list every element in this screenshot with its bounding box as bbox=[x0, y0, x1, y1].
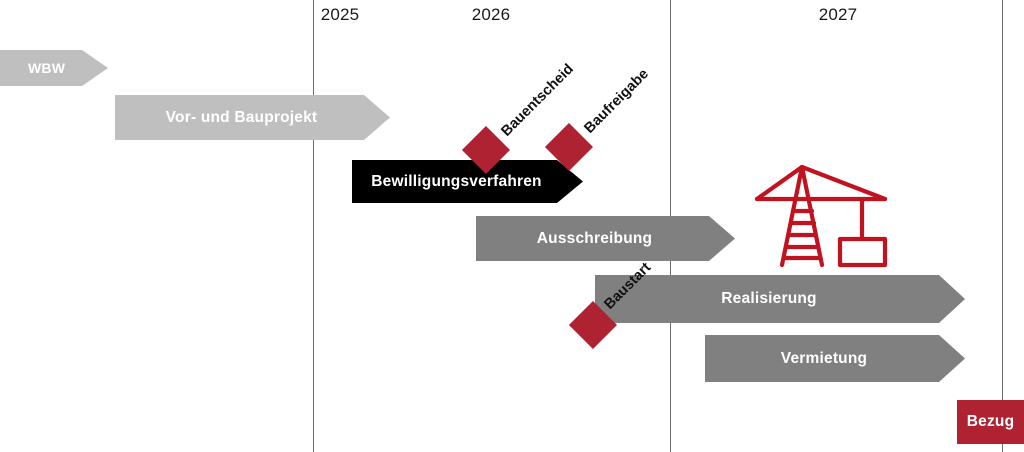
phase-bar-bezug[interactable]: Bezug bbox=[957, 400, 1024, 444]
phase-bar-realisierung[interactable]: Realisierung bbox=[595, 275, 965, 323]
phase-bar-ausschreibung[interactable]: Ausschreibung bbox=[476, 216, 735, 261]
phase-bar-label: Bewilligungsverfahren bbox=[371, 172, 542, 190]
phase-bar-vermietung[interactable]: Vermietung bbox=[705, 335, 965, 382]
construction-crane-icon bbox=[752, 155, 892, 270]
phase-bar-bewilligungsverfahren[interactable]: Bewilligungsverfahren bbox=[352, 160, 583, 203]
year-label-2027: 2027 bbox=[818, 5, 858, 24]
phase-bar-vor-und-bauprojekt[interactable]: Vor- und Bauprojekt bbox=[115, 95, 390, 140]
phase-bar-label: Ausschreibung bbox=[536, 229, 653, 247]
phase-bar-label: Bezug bbox=[966, 413, 1015, 430]
phase-bar-label: WBW bbox=[28, 60, 66, 76]
year-label-2026: 2026 bbox=[471, 5, 511, 24]
phase-bar-label: Realisierung bbox=[721, 290, 817, 307]
phase-bar-label: Vermietung bbox=[780, 349, 868, 367]
year-divider-3 bbox=[1002, 0, 1004, 452]
year-divider-1 bbox=[313, 0, 315, 452]
phase-bar-wbw[interactable]: WBW bbox=[0, 50, 108, 86]
year-label-2025: 2025 bbox=[320, 5, 360, 24]
phase-bar-label: Vor- und Bauprojekt bbox=[165, 108, 318, 126]
milestone-label-baufreigabe: Baufreigabe bbox=[581, 66, 652, 137]
